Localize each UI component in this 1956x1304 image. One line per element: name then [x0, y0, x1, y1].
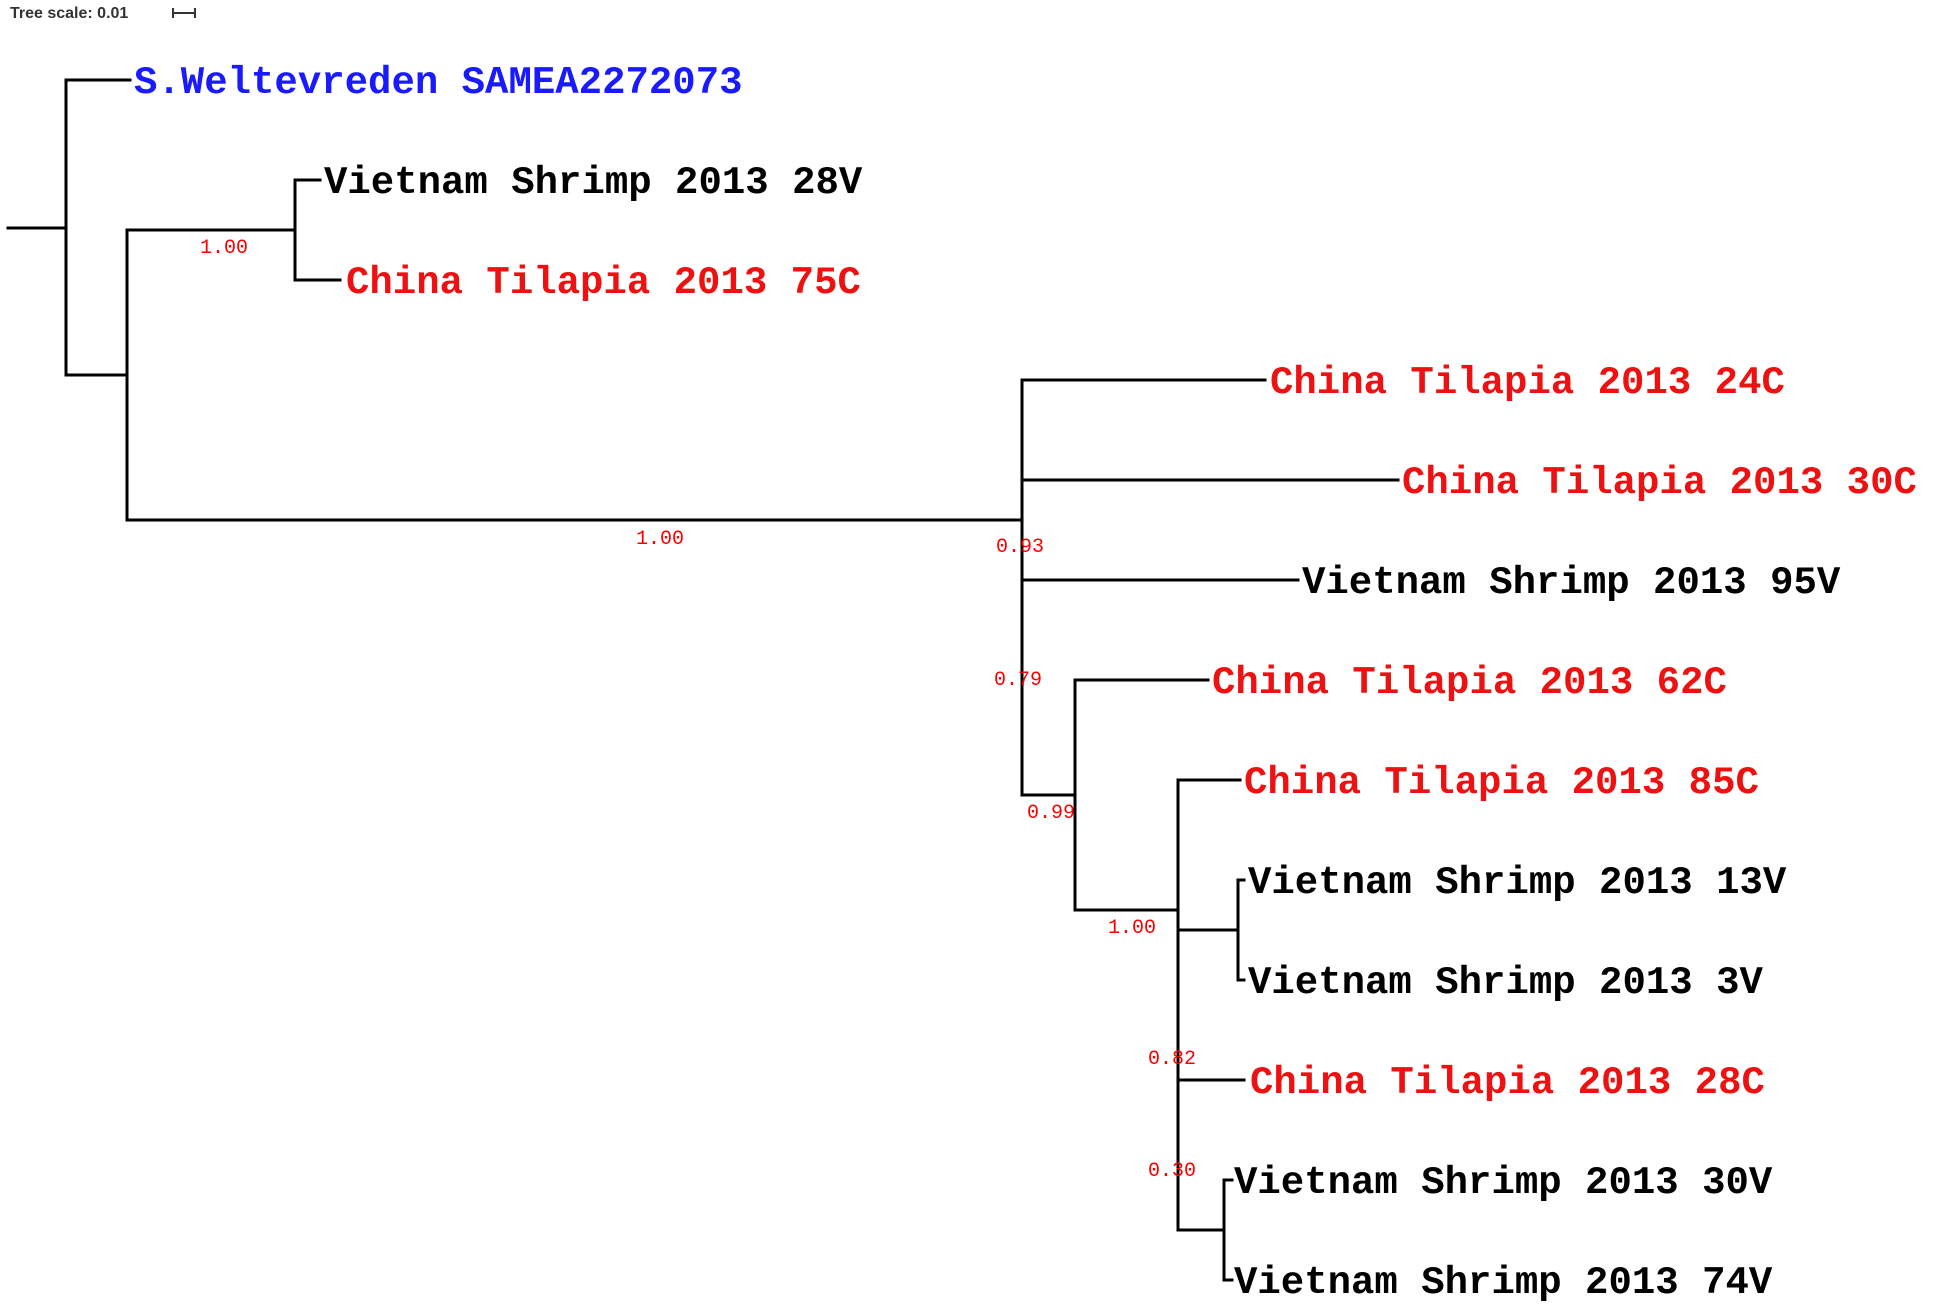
tree-branches: [6, 78, 1400, 1282]
leaf-label: China Tilapia 2013 75C: [346, 261, 861, 305]
leaf-label: Vietnam Shrimp 2013 28V: [324, 161, 863, 205]
leaf-label: China Tilapia 2013 62C: [1212, 661, 1727, 705]
leaf-label: Vietnam Shrimp 2013 13V: [1248, 861, 1787, 905]
support-value: 0.93: [996, 536, 1044, 559]
tree-scale-bar: [172, 8, 196, 18]
leaf-label: Vietnam Shrimp 2013 95V: [1302, 561, 1841, 605]
support-value: 0.99: [1027, 802, 1075, 825]
leaf-label: China Tilapia 2013 85C: [1244, 761, 1759, 805]
support-value: 0.30: [1148, 1160, 1196, 1183]
leaf-label-reference: S.Weltevreden SAMEA2272073: [134, 61, 743, 105]
support-value: 1.00: [1108, 917, 1156, 940]
tree-scale-label: Tree scale: 0.01: [10, 5, 128, 22]
support-value: 0.79: [994, 669, 1042, 692]
leaf-label: China Tilapia 2013 28C: [1250, 1061, 1765, 1105]
leaf-label: China Tilapia 2013 30C: [1402, 461, 1917, 505]
leaf-label: Vietnam Shrimp 2013 3V: [1248, 961, 1763, 1005]
support-value: 1.00: [636, 528, 684, 551]
leaf-label: China Tilapia 2013 24C: [1270, 361, 1785, 405]
leaf-label: Vietnam Shrimp 2013 30V: [1234, 1161, 1773, 1205]
support-value: 0.82: [1148, 1048, 1196, 1071]
leaf-label: Vietnam Shrimp 2013 74V: [1234, 1261, 1773, 1304]
leaf-labels: S.Weltevreden SAMEA2272073 Vietnam Shrim…: [134, 61, 1917, 1304]
support-value: 1.00: [200, 237, 248, 260]
support-values: 1.00 1.00 0.93 0.79 0.99 1.00 0.82 0.30: [200, 237, 1196, 1183]
